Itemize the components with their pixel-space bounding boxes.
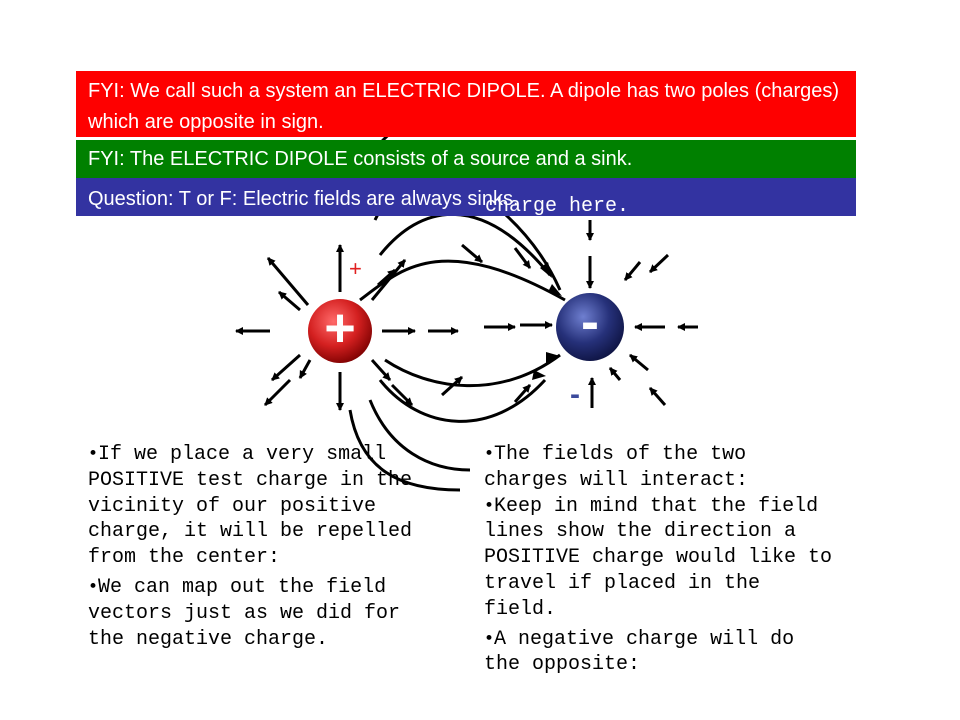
right-paragraph-3-text: A negative charge will do the opposite: [484,627,795,677]
arrow-icon [278,290,301,312]
left-paragraph-2: •We can map out the field vectors just a… [88,575,448,652]
arrow-icon [370,259,407,301]
arrow-icon [440,375,464,397]
arrow-icon [532,370,546,380]
arrow-icon [548,284,562,296]
right-paragraph-1: •The fields of the two charges will inte… [484,442,834,494]
fyi-source-sink-text: FYI: The ELECTRIC DIPOLE consists of a s… [88,148,633,170]
right-paragraph-2-text: Keep in mind that the field lines show t… [484,494,833,621]
arrow-icon [648,387,667,406]
small-negative-test-charge: - [570,378,580,411]
arrow-icon [266,257,310,306]
field-line-upper-1 [359,259,566,302]
negative-charge-icon [556,293,624,361]
small-positive-test-charge: + [349,256,362,281]
arrow-icon [377,268,396,287]
bullet-icon: • [484,444,495,464]
field-line-lower-4 [348,409,461,492]
field-line-upper-2 [378,212,552,276]
positive-charge-icon [308,299,372,363]
left-paragraph-2-text: We can map out the field vectors just as… [88,575,401,651]
left-paragraph-1: •If we place a very small POSITIVE test … [88,442,448,571]
arrow-icon [623,261,642,281]
question-text: Question: T or F: Electric fields are al… [88,188,519,210]
arrow-icon [271,353,301,382]
arrow-icon [648,253,670,274]
negative-charge-symbol: - [581,292,599,352]
arrow-icon [263,378,292,407]
field-line-lower-3 [368,399,471,472]
arrow-icon [390,383,414,407]
left-explanation: •If we place a very small POSITIVE test … [88,442,448,656]
bullet-icon: • [88,576,99,597]
arrow-icon [540,262,552,278]
bullet-icon: • [484,495,495,516]
arrow-icon [298,359,312,379]
arrow-icon [629,353,649,372]
bullet-icon: • [484,628,495,649]
right-paragraph-2: •Keep in mind that the field lines show … [484,494,834,623]
arrow-icon [513,247,532,269]
right-explanation: •The fields of the two charges will inte… [484,442,834,682]
positive-charge-symbol: + [324,298,356,358]
left-paragraph-1-text: If we place a very small POSITIVE test c… [88,443,413,570]
question-banner: Question: T or F: Electric fields are al… [76,178,856,216]
arrow-icon [608,367,622,381]
bullet-icon: • [88,444,99,464]
arrow-icon [370,358,392,382]
arrow-icon [546,352,560,364]
fyi-dipole-banner: FYI: We call such a system an ELECTRIC D… [76,71,856,137]
arrow-icon [513,384,532,403]
arrow-icon [461,243,483,264]
field-line-lower-1 [384,353,561,388]
right-paragraph-1-text: The fields of the two charges will inter… [484,443,749,492]
field-vectors [235,220,698,411]
fyi-dipole-text: FYI: We call such a system an ELECTRIC D… [88,80,840,133]
right-paragraph-3: •A negative charge will do the opposite: [484,627,834,679]
curved-line-arrows [532,262,562,380]
field-line-lower-2 [378,378,547,423]
fyi-source-sink-banner: FYI: The ELECTRIC DIPOLE consists of a s… [76,140,856,178]
